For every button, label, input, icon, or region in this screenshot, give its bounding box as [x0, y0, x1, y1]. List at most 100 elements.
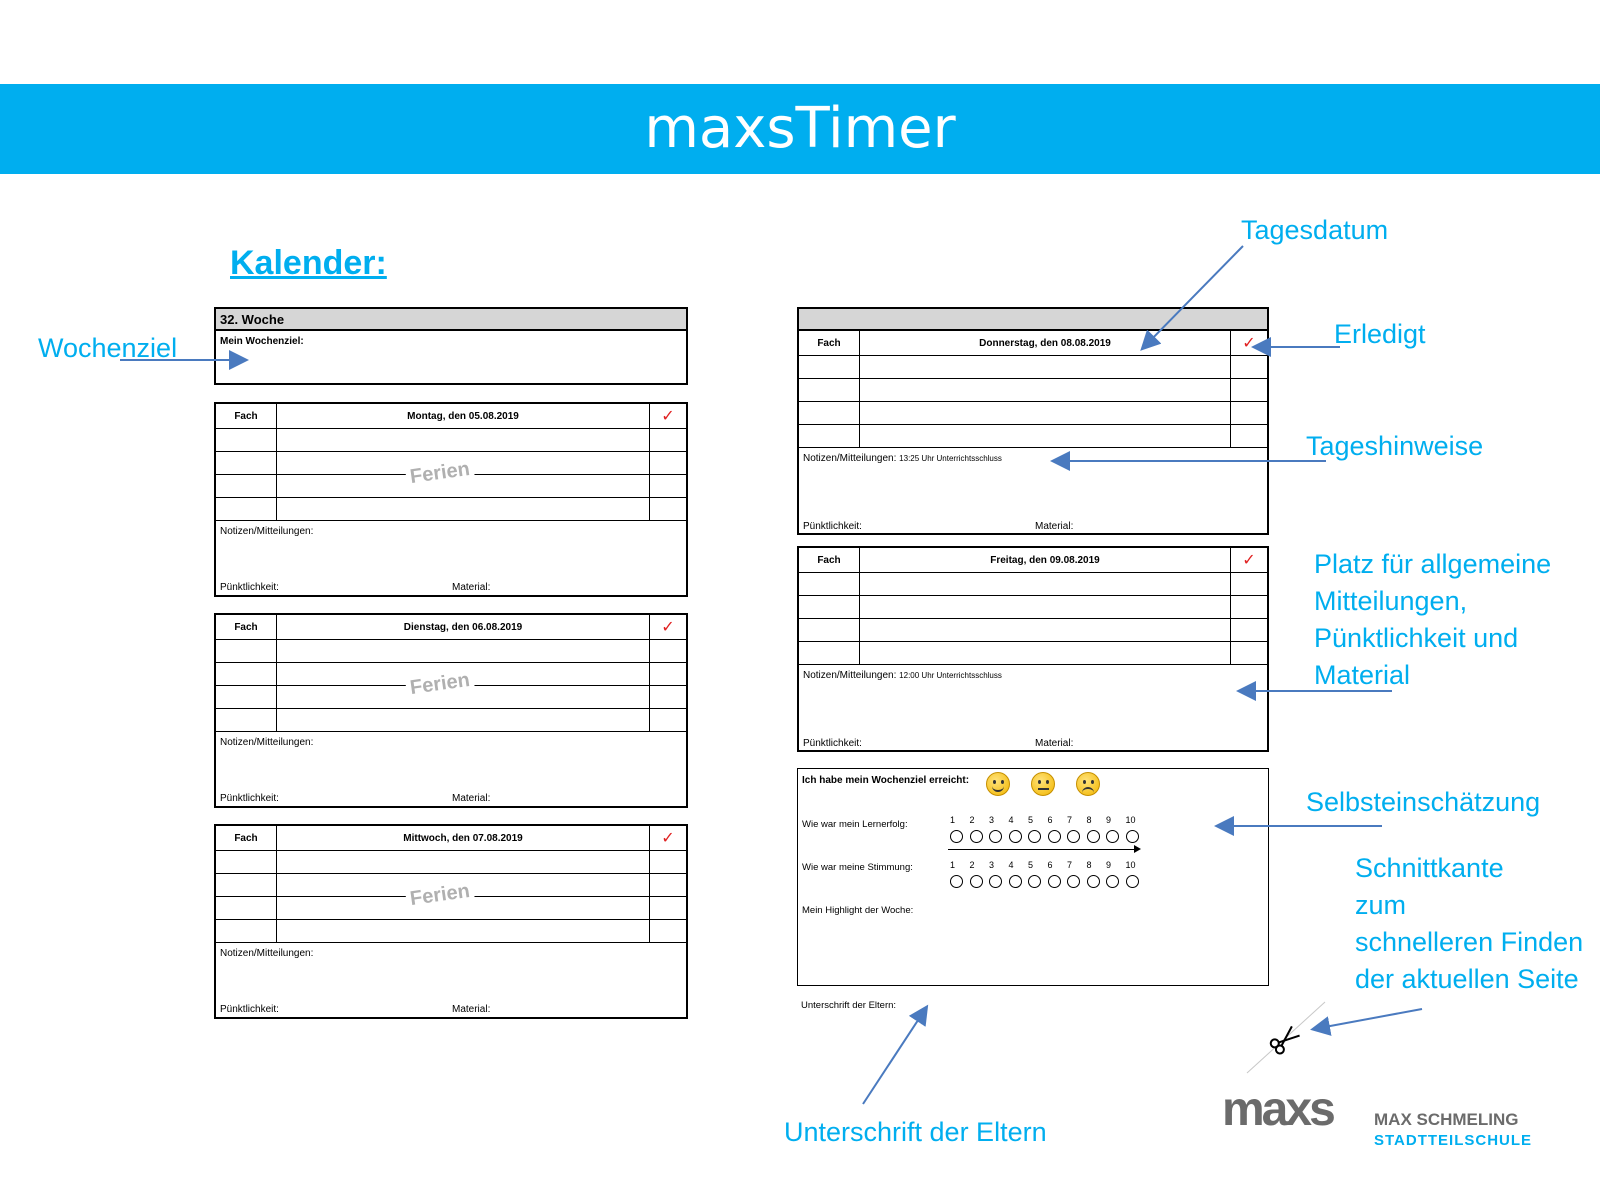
mood-rating-circle[interactable] — [1125, 875, 1139, 889]
mood-rating-circle[interactable] — [1086, 875, 1100, 889]
arrow-cut — [1310, 1008, 1423, 1036]
done-check-icon: ✓ — [649, 404, 686, 429]
callout-general: Platz für allgemeine Mitteilungen, Pünkt… — [1314, 549, 1552, 690]
callout-hints: Tageshinweise — [1306, 431, 1484, 461]
fach-header: Fach — [216, 826, 277, 851]
mood-rating-circle[interactable] — [1008, 875, 1022, 889]
punctuality-label: Pünktlichkeit: — [220, 793, 279, 804]
learning-rating-circle[interactable] — [1125, 830, 1139, 844]
callout-self: Selbsteinschätzung — [1306, 787, 1541, 817]
callout-parents: Unterschrift der Eltern — [784, 1117, 1047, 1147]
logo-mark: maxs — [1222, 1083, 1336, 1136]
mood-number: 4 — [1008, 860, 1014, 870]
calendar-heading: Kalender: — [230, 244, 387, 282]
material-label: Material: — [452, 582, 491, 593]
notes-label: Notizen/Mitteilungen: 13:25 Uhr Unterric… — [803, 453, 1002, 464]
learning-rating-circle[interactable] — [1047, 830, 1061, 844]
mood-rating-circle[interactable] — [969, 875, 983, 889]
callout-weekly-goal: Wochenziel — [38, 333, 178, 363]
day-date: Dienstag, den 06.08.2019 — [276, 615, 650, 640]
callout-date: Tagesdatum — [1241, 215, 1389, 245]
learning-number: 1 — [950, 815, 956, 825]
title-banner — [0, 84, 1600, 174]
punctuality-label: Pünktlichkeit: — [803, 521, 862, 532]
callout-done: Erledigt — [1334, 319, 1426, 349]
day-date: Donnerstag, den 08.08.2019 — [859, 331, 1231, 356]
smiley-sad-icon — [1076, 772, 1100, 801]
goal-question: Ich habe mein Wochenziel erreicht: — [802, 775, 970, 786]
learning-number: 3 — [989, 815, 995, 825]
mood-rating-circle[interactable] — [1028, 875, 1041, 889]
learning-rating-circle[interactable] — [1067, 830, 1080, 844]
mood-label: Wie war meine Stimmung: — [802, 862, 913, 873]
mood-rating-circle[interactable] — [1047, 875, 1061, 889]
learning-rating-circle[interactable] — [1008, 830, 1022, 844]
fach-header: Fach — [216, 615, 277, 640]
mood-rating-circle[interactable] — [1106, 875, 1119, 889]
signature-label: Unterschrift der Eltern: — [801, 1000, 897, 1011]
learning-number: 4 — [1008, 815, 1014, 825]
mood-rating-circle[interactable] — [950, 875, 963, 889]
material-label: Material: — [452, 1004, 491, 1015]
notes-label: Notizen/Mitteilungen: — [220, 526, 314, 537]
notes-label: Notizen/Mitteilungen: — [220, 737, 314, 748]
mood-number: 2 — [969, 860, 975, 870]
mood-number: 9 — [1106, 860, 1112, 870]
day-date: Mittwoch, den 07.08.2019 — [276, 826, 650, 851]
learning-rating-circle[interactable] — [1106, 830, 1119, 844]
punctuality-label: Pünktlichkeit: — [220, 1004, 279, 1015]
logo-line2: STADTTEILSCHULE — [1374, 1132, 1533, 1149]
learning-number: 8 — [1086, 815, 1092, 825]
day-date: Freitag, den 09.08.2019 — [859, 548, 1231, 573]
mood-rating-circle[interactable] — [989, 875, 1002, 889]
learning-rating-circle[interactable] — [969, 830, 983, 844]
day-note: 13:25 Uhr Unterrichtsschluss — [899, 454, 1002, 463]
material-label: Material: — [1035, 521, 1074, 532]
mood-rating-circle[interactable] — [1067, 875, 1080, 889]
mood-number: 10 — [1125, 860, 1136, 870]
learning-number: 7 — [1067, 815, 1073, 825]
week-title: 32. Woche — [216, 309, 686, 331]
learning-number: 2 — [969, 815, 975, 825]
done-check-icon: ✓ — [649, 615, 686, 640]
page-header-strip — [797, 307, 1269, 329]
notes-label: Notizen/Mitteilungen: — [220, 948, 314, 959]
material-label: Material: — [452, 793, 491, 804]
mood-number: 6 — [1047, 860, 1053, 870]
logo-line1: MAX SCHMELING — [1374, 1110, 1519, 1129]
scissors-icon — [1269, 1025, 1300, 1055]
mood-number: 3 — [989, 860, 995, 870]
learning-number: 10 — [1125, 815, 1136, 825]
mood-number: 1 — [950, 860, 956, 870]
callout-cut: Schnittkante zum schnelleren Finden der … — [1355, 853, 1584, 994]
punctuality-label: Pünktlichkeit: — [803, 738, 862, 749]
arrow-parents — [862, 1004, 929, 1105]
smiley-neutral-icon — [1031, 772, 1055, 801]
week-goal-label: Mein Wochenziel: — [220, 336, 304, 347]
arrow-date — [1140, 245, 1244, 351]
mood-number: 5 — [1028, 860, 1034, 870]
learning-rating-circle[interactable] — [1028, 830, 1041, 844]
scale-arrow — [948, 849, 1138, 850]
learning-rating-circle[interactable] — [950, 830, 963, 844]
page-title: maxsTimer — [644, 96, 956, 161]
notes-label: Notizen/Mitteilungen: 12:00 Uhr Unterric… — [803, 670, 1002, 681]
learning-rating-circle[interactable] — [989, 830, 1002, 844]
done-check-icon: ✓ — [1230, 548, 1267, 573]
highlight-label: Mein Highlight der Woche: — [802, 905, 914, 916]
punctuality-label: Pünktlichkeit: — [220, 582, 279, 593]
scale-arrow-head-icon — [1134, 845, 1141, 853]
mood-number: 7 — [1067, 860, 1073, 870]
learning-number: 6 — [1047, 815, 1053, 825]
learning-rating-circle[interactable] — [1086, 830, 1100, 844]
day-note: 12:00 Uhr Unterrichtsschluss — [899, 671, 1002, 680]
